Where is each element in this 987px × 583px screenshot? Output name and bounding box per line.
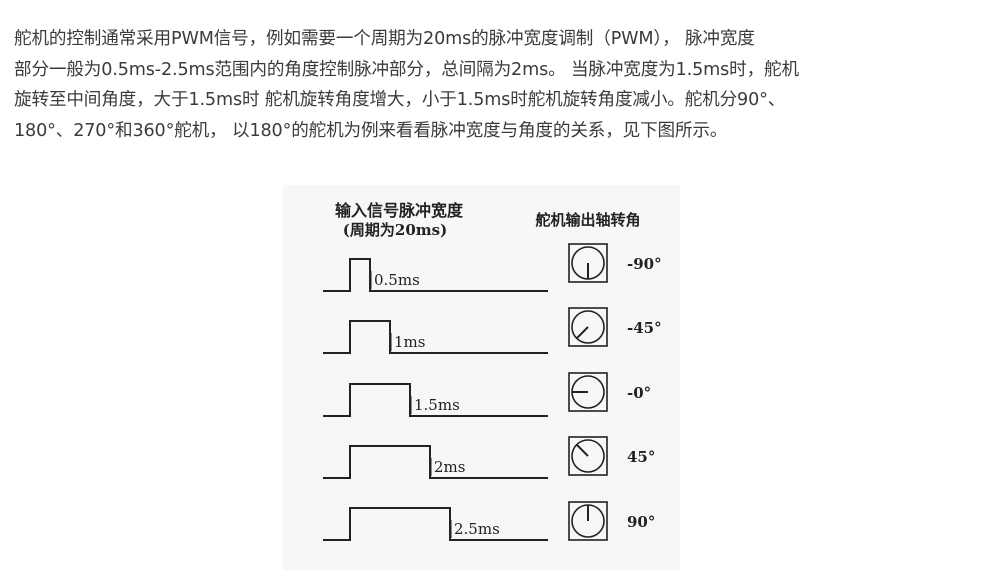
pulse-width-label: 1.5ms [414, 396, 460, 414]
servo-frame [568, 501, 608, 541]
paragraph-line: 180°、270°和360°舵机， 以180°的舵机为例来看看脉冲宽度与角度的关… [14, 120, 728, 141]
pulse-waveform [323, 507, 548, 541]
pulse-waveform [323, 445, 548, 479]
servo-dial [571, 439, 605, 473]
article-body: 舵机的控制通常采用PWM信号，例如需要一个周期为20ms的脉冲宽度调制（PWM）… [14, 24, 974, 146]
servo-dial [571, 310, 605, 344]
paragraph-line: 旋转至中间角度，大于1.5ms时 舵机旋转角度增大，小于1.5ms时舵机旋转角度… [14, 90, 786, 110]
paragraph-line: 舵机的控制通常采用PWM信号，例如需要一个周期为20ms的脉冲宽度调制（PWM）… [14, 29, 755, 49]
pulse-width-label: 2ms [434, 458, 465, 476]
pulse-waveform [323, 320, 548, 354]
period-header: (周期为20ms) [343, 221, 447, 239]
angle-label: 90° [627, 513, 655, 531]
angle-label: -90° [627, 255, 662, 273]
pulse-width-header: 输入信号脉冲宽度 [335, 201, 464, 220]
servo-frame [568, 436, 608, 476]
pulse-waveform [323, 383, 548, 417]
pwm-servo-diagram: 输入信号脉冲宽度 (周期为20ms) 舵机输出轴转角 0.5ms -90° 1ms -… [323, 201, 662, 541]
pulse-rows: 0.5ms -90° 1ms -45° 1.5ms -0° 2ms 45° 2.5ms 90° [323, 243, 662, 541]
angle-label: -45° [627, 319, 662, 337]
servo-frame [568, 372, 608, 412]
servo-pointer [575, 443, 589, 457]
output-angle-header: 舵机输出轴转角 [535, 211, 640, 229]
angle-label: -0° [627, 384, 651, 402]
paragraph-line: 部分一般为0.5ms-2.5ms范围内的角度控制脉冲部分，总间隔为2ms。 当脉… [14, 59, 799, 80]
servo-frame [568, 243, 608, 283]
pulse-waveform [323, 258, 548, 292]
angle-label: 45° [627, 448, 655, 466]
pulse-width-label: 2.5ms [454, 520, 500, 538]
servo-pointer [575, 326, 589, 340]
pwm-servo-figure: 输入信号脉冲宽度 (周期为20ms) 舵机输出轴转角 0.5ms -90° 1ms -… [283, 185, 680, 570]
servo-frame [568, 307, 608, 347]
pulse-width-label: 0.5ms [374, 271, 420, 289]
pulse-width-label: 1ms [394, 333, 425, 351]
